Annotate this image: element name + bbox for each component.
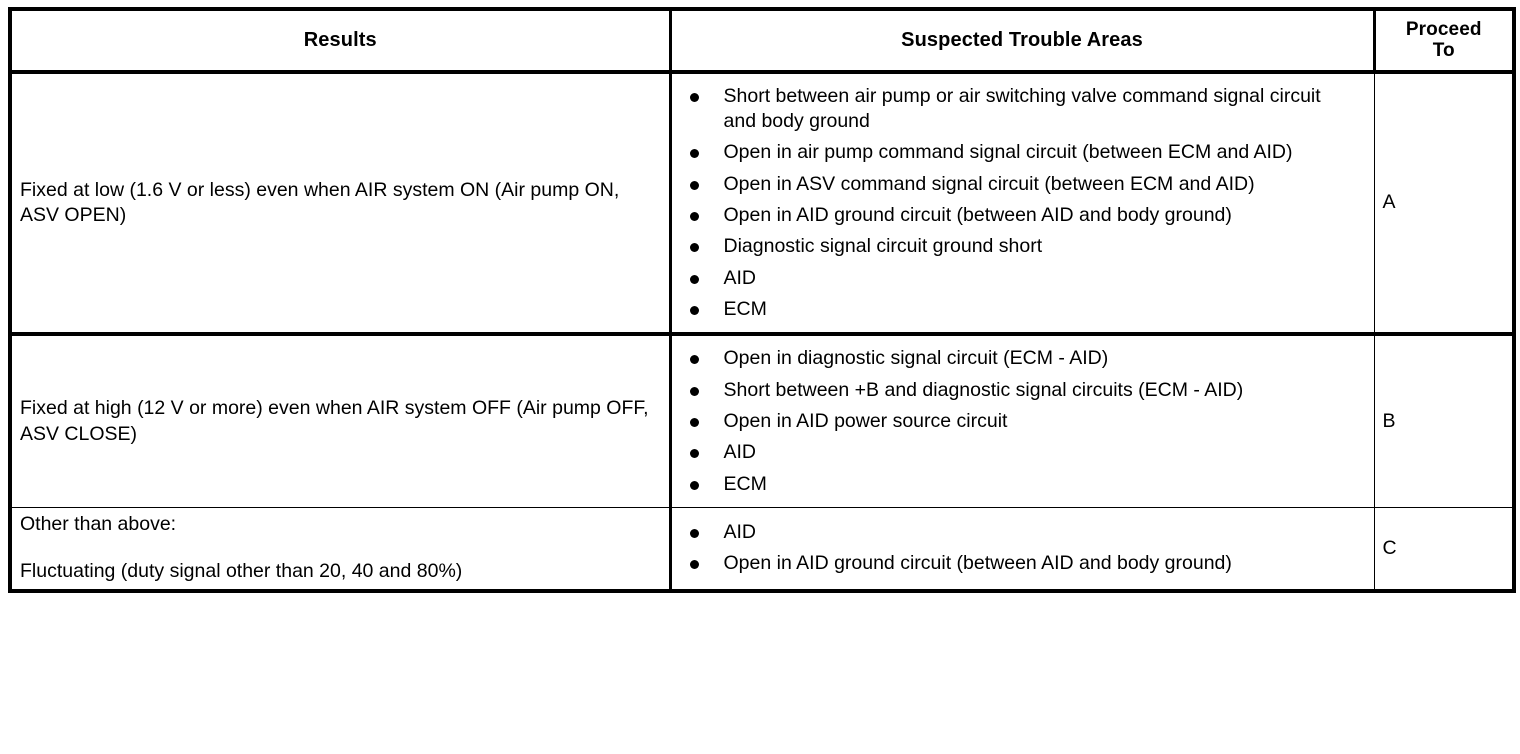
list-item: Open in ASV command signal circuit (betw… xyxy=(672,172,1364,197)
list-item: ECM xyxy=(672,297,1364,322)
list-item-label: Short between air pump or air switching … xyxy=(723,84,1321,132)
table-row: Fixed at low (1.6 V or less) even when A… xyxy=(10,71,1514,337)
column-header-results: Results xyxy=(10,9,672,74)
bullet-icon xyxy=(689,529,699,538)
list-item: Open in air pump command signal circuit … xyxy=(672,140,1364,165)
results-text-block: Fixed at high (12 V or more) even when A… xyxy=(12,392,669,451)
bullet-icon xyxy=(689,386,699,396)
cell-proceed-to: B xyxy=(1373,334,1514,509)
list-item-label: AID xyxy=(723,441,757,464)
cell-results: Fixed at high (12 V or more) even when A… xyxy=(10,334,672,509)
list-item-label: Open in AID power source circuit xyxy=(723,409,1008,432)
list-item: AID xyxy=(672,440,1364,465)
list-item-label: ECM xyxy=(723,297,767,320)
list-item-label: Open in diagnostic signal circuit (ECM -… xyxy=(723,347,1109,370)
list-item-label: Open in ASV command signal circuit (betw… xyxy=(723,172,1255,195)
list-item-label: ECM xyxy=(723,472,767,495)
diagnostic-results-table: Results Suspected Trouble Areas Proceed … xyxy=(8,7,1516,593)
suspected-trouble-list: AID Open in AID ground circuit (between … xyxy=(672,510,1374,587)
results-text-block: Other than above: Fluctuating (duty sign… xyxy=(12,508,669,589)
header-row: Results Suspected Trouble Areas Proceed … xyxy=(10,9,1514,74)
results-paragraph: Other than above: xyxy=(20,513,177,535)
list-item: Open in AID ground circuit (between AID … xyxy=(672,551,1364,576)
bullet-icon xyxy=(689,355,699,365)
bullet-icon xyxy=(689,243,699,253)
table-row: Fixed at high (12 V or more) even when A… xyxy=(10,334,1514,509)
proceed-to-value: C xyxy=(1382,536,1397,559)
suspected-trouble-list: Short between air pump or air switching … xyxy=(672,74,1374,333)
list-item: Open in diagnostic signal circuit (ECM -… xyxy=(672,346,1364,371)
column-header-proceed-to: Proceed To xyxy=(1374,9,1514,74)
list-item: Short between +B and diagnostic signal c… xyxy=(672,378,1364,403)
cell-suspected-trouble-areas: AID Open in AID ground circuit (between … xyxy=(670,508,1374,591)
suspected-trouble-list: Open in diagnostic signal circuit (ECM -… xyxy=(672,336,1374,507)
list-item-label: Open in AID ground circuit (between AID … xyxy=(723,203,1232,226)
bullet-icon xyxy=(689,92,699,102)
list-item-label: Diagnostic signal circuit ground short xyxy=(723,235,1043,258)
results-text-block: Fixed at low (1.6 V or less) even when A… xyxy=(12,174,669,233)
list-item: Open in AID ground circuit (between AID … xyxy=(672,203,1364,228)
cell-results: Other than above: Fluctuating (duty sign… xyxy=(10,507,672,591)
cell-proceed-to: A xyxy=(1373,71,1514,337)
proceed-to-value: B xyxy=(1382,409,1396,432)
proceed-to-header-line2: To xyxy=(1432,40,1455,62)
bullet-icon xyxy=(689,480,699,490)
column-header-suspected-trouble-areas: Suspected Trouble Areas xyxy=(670,9,1376,74)
bullet-icon xyxy=(689,211,699,221)
cell-suspected-trouble-areas: Open in diagnostic signal circuit (ECM -… xyxy=(670,334,1374,509)
cell-suspected-trouble-areas: Short between air pump or air switching … xyxy=(670,71,1374,337)
bullet-icon xyxy=(689,560,699,570)
bullet-icon xyxy=(689,149,699,159)
list-item: AID xyxy=(672,266,1364,291)
cell-proceed-to: C xyxy=(1373,507,1514,591)
list-item: Short between air pump or air switching … xyxy=(672,84,1364,135)
list-item-label: Short between +B and diagnostic signal c… xyxy=(723,378,1244,401)
cell-results: Fixed at low (1.6 V or less) even when A… xyxy=(10,71,672,337)
bullet-icon xyxy=(689,274,699,284)
list-item-label: AID xyxy=(723,521,757,543)
table-row: Other than above: Fluctuating (duty sign… xyxy=(10,507,1514,591)
bullet-icon xyxy=(689,180,699,190)
bullet-icon xyxy=(689,305,699,315)
results-paragraph: Fixed at low (1.6 V or less) even when A… xyxy=(20,178,620,226)
results-paragraph: Fluctuating (duty signal other than 20, … xyxy=(20,560,463,583)
bullet-icon xyxy=(689,449,699,459)
list-item: Open in AID power source circuit xyxy=(672,409,1364,434)
list-item: AID xyxy=(672,520,1364,545)
results-paragraph: Fixed at high (12 V or more) even when A… xyxy=(20,397,649,445)
table-header: Results Suspected Trouble Areas Proceed … xyxy=(10,9,1514,74)
list-item-label: Open in AID ground circuit (between AID … xyxy=(723,552,1232,575)
table-body: Fixed at low (1.6 V or less) even when A… xyxy=(10,71,1514,591)
proceed-to-value: A xyxy=(1382,191,1396,214)
list-item-label: AID xyxy=(723,266,757,289)
bullet-icon xyxy=(689,417,699,427)
list-item-label: Open in air pump command signal circuit … xyxy=(723,141,1293,164)
list-item: ECM xyxy=(672,472,1364,497)
proceed-to-header-line1: Proceed xyxy=(1405,19,1482,40)
list-item: Diagnostic signal circuit ground short xyxy=(672,234,1364,259)
